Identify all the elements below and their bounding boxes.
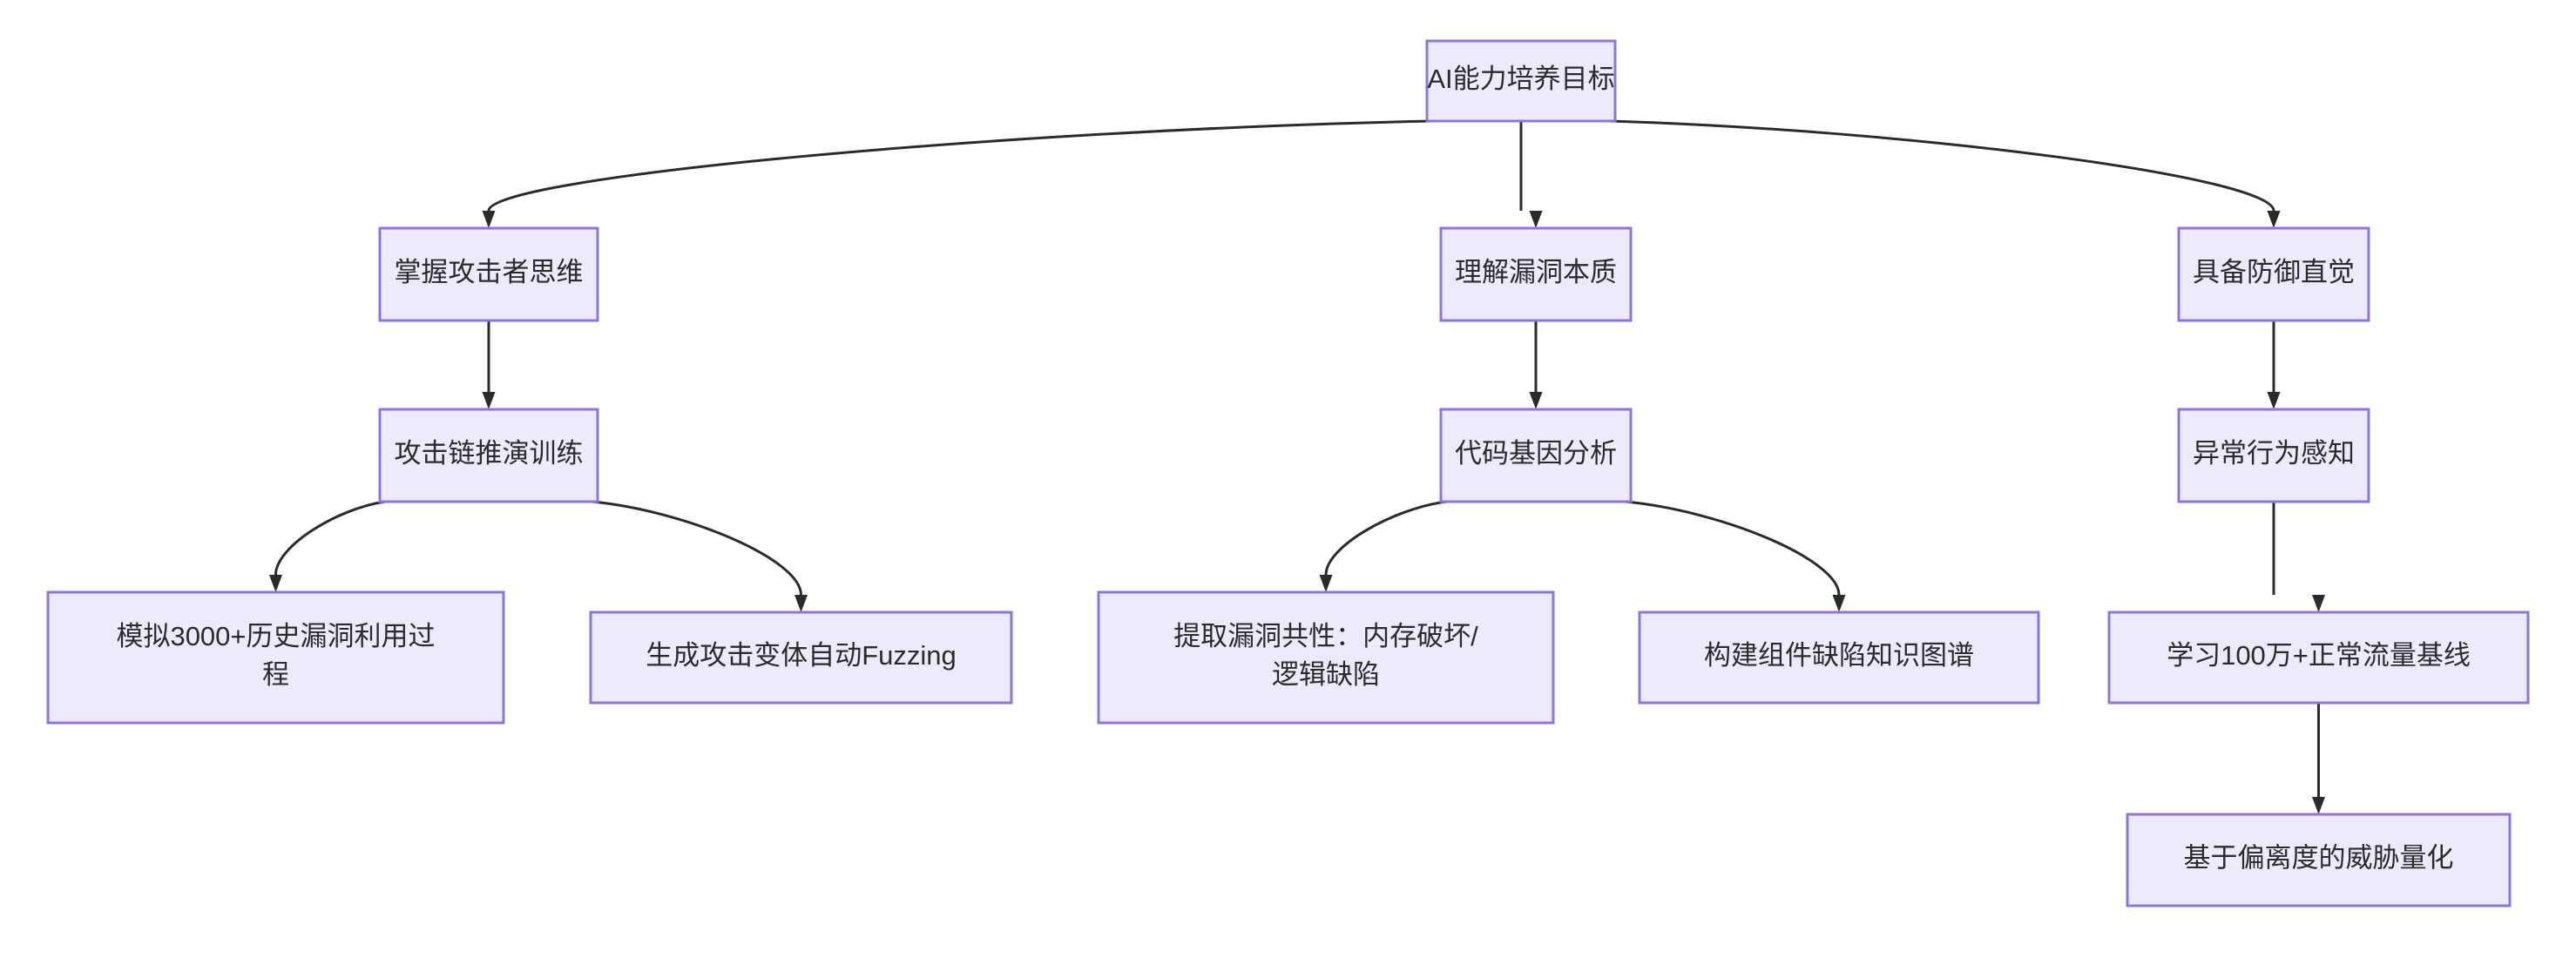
node-label-d4: 构建组件缺陷知识图谱 <box>1704 640 1974 671</box>
node-label-line: 具备防御直觉 <box>2193 257 2355 287</box>
node-box-d1 <box>46 590 505 725</box>
node-label-line: 学习100万+正常流量基线 <box>2167 640 2471 671</box>
arrowhead-c3-to-d5 <box>2312 595 2325 612</box>
node-box-c3 <box>2177 408 2370 503</box>
node-label-d2: 生成攻击变体自动Fuzzing <box>646 640 957 671</box>
edge-c2-to-d3 <box>1324 500 1447 576</box>
edge-c1-to-d2 <box>592 500 802 596</box>
flow-node-c2[interactable]: 代码基因分析 <box>1439 408 1633 503</box>
edge-layer <box>269 119 2325 814</box>
node-box-b2 <box>1439 226 1633 322</box>
arrowhead-c2-to-d3 <box>1319 575 1333 592</box>
flow-node-b3[interactable]: 具备防御直觉 <box>2177 226 2370 322</box>
edge-c1-to-d1 <box>274 500 386 576</box>
flow-node-d2[interactable]: 生成攻击变体自动Fuzzing <box>589 611 1013 705</box>
node-label-line: 模拟3000+历史漏洞利用过 <box>116 621 435 651</box>
node-label-c2: 代码基因分析 <box>1455 438 1617 469</box>
flow-node-c1[interactable]: 攻击链推演训练 <box>378 408 599 503</box>
node-label-line: 理解漏洞本质 <box>1455 257 1617 287</box>
flow-node-b1[interactable]: 掌握攻击者思维 <box>378 226 599 322</box>
flow-node-d5[interactable]: 学习100万+正常流量基线 <box>2107 611 2530 705</box>
edge-root-to-b3 <box>1609 119 2275 212</box>
node-box-c2 <box>1439 408 1633 503</box>
flow-node-d4[interactable]: 构建组件缺陷知识图谱 <box>1638 611 2040 705</box>
flow-node-b2[interactable]: 理解漏洞本质 <box>1439 226 1633 322</box>
node-label-e1: 基于偏离度的威胁量化 <box>2184 843 2454 874</box>
node-label-d1: 模拟3000+历史漏洞利用过程 <box>116 621 435 690</box>
arrowhead-d5-to-e1 <box>2312 797 2325 814</box>
arrowhead-b1-to-c1 <box>482 392 496 409</box>
node-label-line: 代码基因分析 <box>1455 438 1617 469</box>
node-label-line: 攻击链推演训练 <box>395 438 584 469</box>
arrowhead-root-to-b2 <box>1529 211 1543 228</box>
node-label-b1: 掌握攻击者思维 <box>395 257 584 287</box>
arrowhead-root-to-b3 <box>2267 211 2281 228</box>
node-label-root: AI能力培养目标 <box>1427 64 1614 94</box>
node-box-c1 <box>378 408 599 503</box>
flow-node-root[interactable]: AI能力培养目标 <box>1425 39 1617 123</box>
node-box-d2 <box>589 611 1013 705</box>
node-box-b3 <box>2177 226 2370 322</box>
node-box-d3 <box>1097 590 1555 725</box>
node-box-d4 <box>1638 611 2040 705</box>
node-box-root <box>1425 39 1617 123</box>
edge-c2-to-d4 <box>1625 500 1841 596</box>
node-box-b1 <box>378 226 599 322</box>
node-label-line: 异常行为感知 <box>2193 438 2355 469</box>
node-label-line: AI能力培养目标 <box>1427 64 1614 94</box>
node-box-e1 <box>2126 813 2512 907</box>
edge-root-to-b1 <box>487 119 1433 212</box>
node-label-b3: 具备防御直觉 <box>2193 257 2355 287</box>
node-box-d5 <box>2107 611 2530 705</box>
node-label-line: 生成攻击变体自动Fuzzing <box>646 640 957 671</box>
node-label-b2: 理解漏洞本质 <box>1455 257 1617 287</box>
arrowhead-root-to-b1 <box>482 211 496 228</box>
node-label-line: 逻辑缺陷 <box>1272 659 1380 690</box>
node-label-line: 程 <box>262 659 289 690</box>
flow-node-d3[interactable]: 提取漏洞共性：内存破坏/逻辑缺陷 <box>1097 590 1555 725</box>
node-label-line: 构建组件缺陷知识图谱 <box>1704 640 1974 671</box>
flow-node-c3[interactable]: 异常行为感知 <box>2177 408 2370 503</box>
node-label-line: 提取漏洞共性：内存破坏/ <box>1173 621 1478 651</box>
arrowhead-c1-to-d1 <box>269 575 282 592</box>
arrowhead-b2-to-c2 <box>1529 392 1543 409</box>
arrowhead-c2-to-d4 <box>1832 595 1846 612</box>
node-label-c1: 攻击链推演训练 <box>395 438 584 469</box>
node-label-line: 基于偏离度的威胁量化 <box>2184 843 2454 874</box>
arrowhead-c1-to-d2 <box>794 595 808 612</box>
node-label-line: 掌握攻击者思维 <box>395 257 584 287</box>
flow-node-d1[interactable]: 模拟3000+历史漏洞利用过程 <box>46 590 505 725</box>
node-label-d3: 提取漏洞共性：内存破坏/逻辑缺陷 <box>1173 621 1478 690</box>
node-label-c3: 异常行为感知 <box>2193 438 2355 469</box>
flow-node-e1[interactable]: 基于偏离度的威胁量化 <box>2126 813 2512 907</box>
node-label-d5: 学习100万+正常流量基线 <box>2167 640 2471 671</box>
arrowhead-b3-to-c3 <box>2267 392 2281 409</box>
